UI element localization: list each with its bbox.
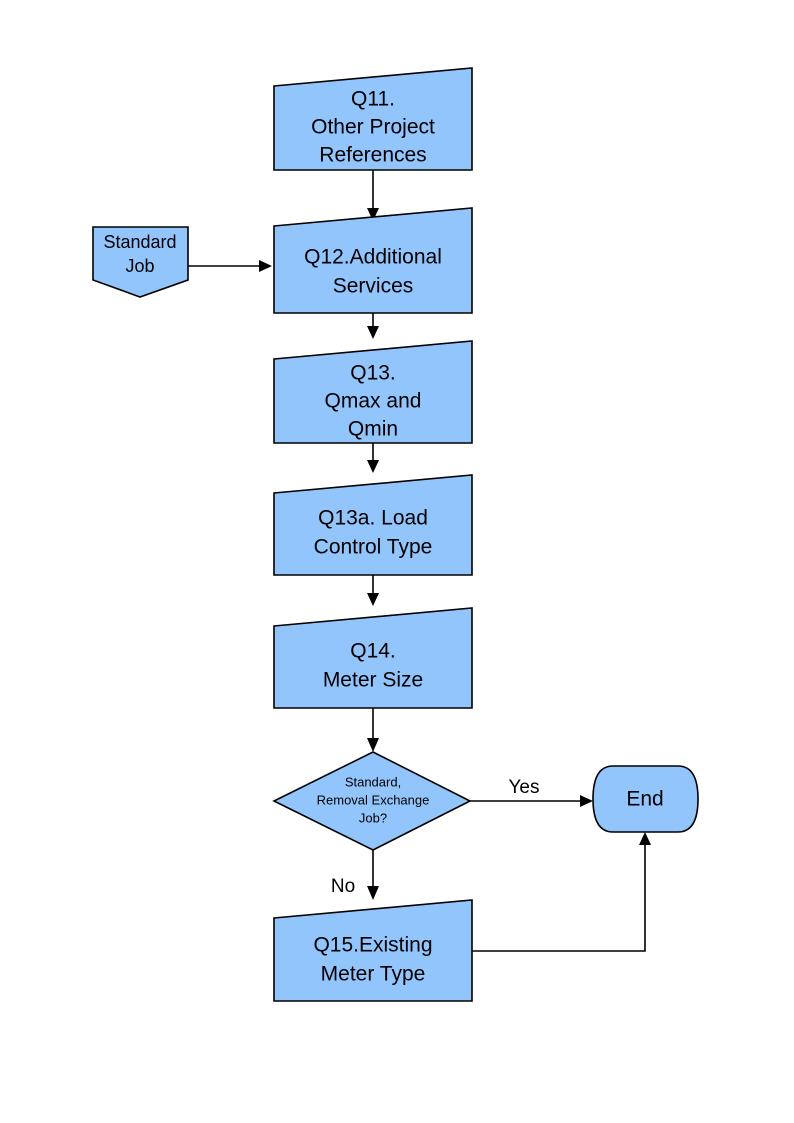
edge-q13-to-q13a	[367, 443, 379, 473]
q12-label-line-1: Q12.Additional	[304, 246, 442, 269]
arrowhead-icon	[367, 460, 379, 473]
q14-shape	[273, 607, 473, 709]
edge-label-no: No	[331, 876, 355, 897]
arrowhead-icon	[367, 593, 379, 606]
edge-q13a-to-q14	[367, 575, 379, 606]
q11-label-line-2: Other Project	[311, 116, 435, 139]
q13-label-line-2: Qmax and	[325, 390, 422, 413]
decision-label-line-1: Standard,	[345, 774, 401, 789]
node-standard-job[interactable]: Standard Job	[92, 226, 189, 298]
arrowhead-icon	[367, 326, 379, 339]
node-q11[interactable]: Q11. Other Project References	[273, 67, 473, 171]
edge-q15-to-end	[472, 832, 651, 952]
edge-q11-to-q12	[367, 170, 379, 221]
q13a-shape	[273, 474, 473, 576]
standard-job-label-line-1: Standard	[103, 232, 176, 252]
q15-label-line-2: Meter Type	[321, 963, 426, 986]
edge-decision-to-q15-no: No	[331, 850, 379, 900]
q13-label-line-3: Qmin	[348, 418, 398, 441]
q13-shape	[273, 340, 473, 444]
decision-label-line-3: Job?	[359, 810, 387, 825]
q11-label-line-1: Q11.	[351, 88, 395, 111]
q13a-label-line-2: Control Type	[314, 536, 433, 559]
standard-job-shape	[92, 226, 189, 298]
node-end[interactable]: End	[592, 765, 699, 833]
q11-shape	[273, 67, 473, 171]
arrowhead-icon	[367, 208, 379, 221]
node-q13a[interactable]: Q13a. Load Control Type	[273, 474, 473, 576]
decision-label-line-2: Removal Exchange	[317, 792, 430, 807]
q12-shape	[273, 207, 473, 314]
end-shape	[592, 765, 699, 833]
arrowhead-icon	[259, 260, 272, 272]
node-q12[interactable]: Q12.Additional Services	[273, 207, 473, 314]
arrowhead-icon	[580, 795, 593, 807]
q14-label-line-2: Meter Size	[323, 669, 423, 692]
standard-job-label-line-2: Job	[125, 256, 154, 276]
q15-shape	[273, 899, 473, 1002]
node-q14[interactable]: Q14. Meter Size	[273, 607, 473, 709]
edge-decision-to-end-yes: Yes	[470, 777, 593, 807]
edge-line	[472, 842, 646, 952]
q15-label-line-1: Q15.Existing	[313, 934, 432, 957]
edge-standard-job-to-q12	[188, 260, 272, 272]
arrowhead-icon	[367, 738, 379, 752]
q14-label-line-1: Q14.	[350, 640, 396, 663]
edge-label-yes: Yes	[509, 777, 540, 798]
q13-label-line-1: Q13.	[350, 362, 396, 385]
edge-q14-to-decision	[367, 708, 379, 752]
q11-label-line-3: References	[319, 144, 426, 167]
q13a-label-line-1: Q13a. Load	[318, 507, 428, 530]
q12-label-line-2: Services	[333, 275, 414, 298]
arrowhead-icon	[639, 832, 651, 845]
node-decision[interactable]: Standard, Removal Exchange Job?	[272, 751, 472, 851]
end-label: End	[626, 788, 663, 811]
node-q13[interactable]: Q13. Qmax and Qmin	[273, 340, 473, 444]
edge-q12-to-q13	[367, 313, 379, 339]
node-q15[interactable]: Q15.Existing Meter Type	[273, 899, 473, 1002]
arrowhead-icon	[367, 886, 379, 900]
